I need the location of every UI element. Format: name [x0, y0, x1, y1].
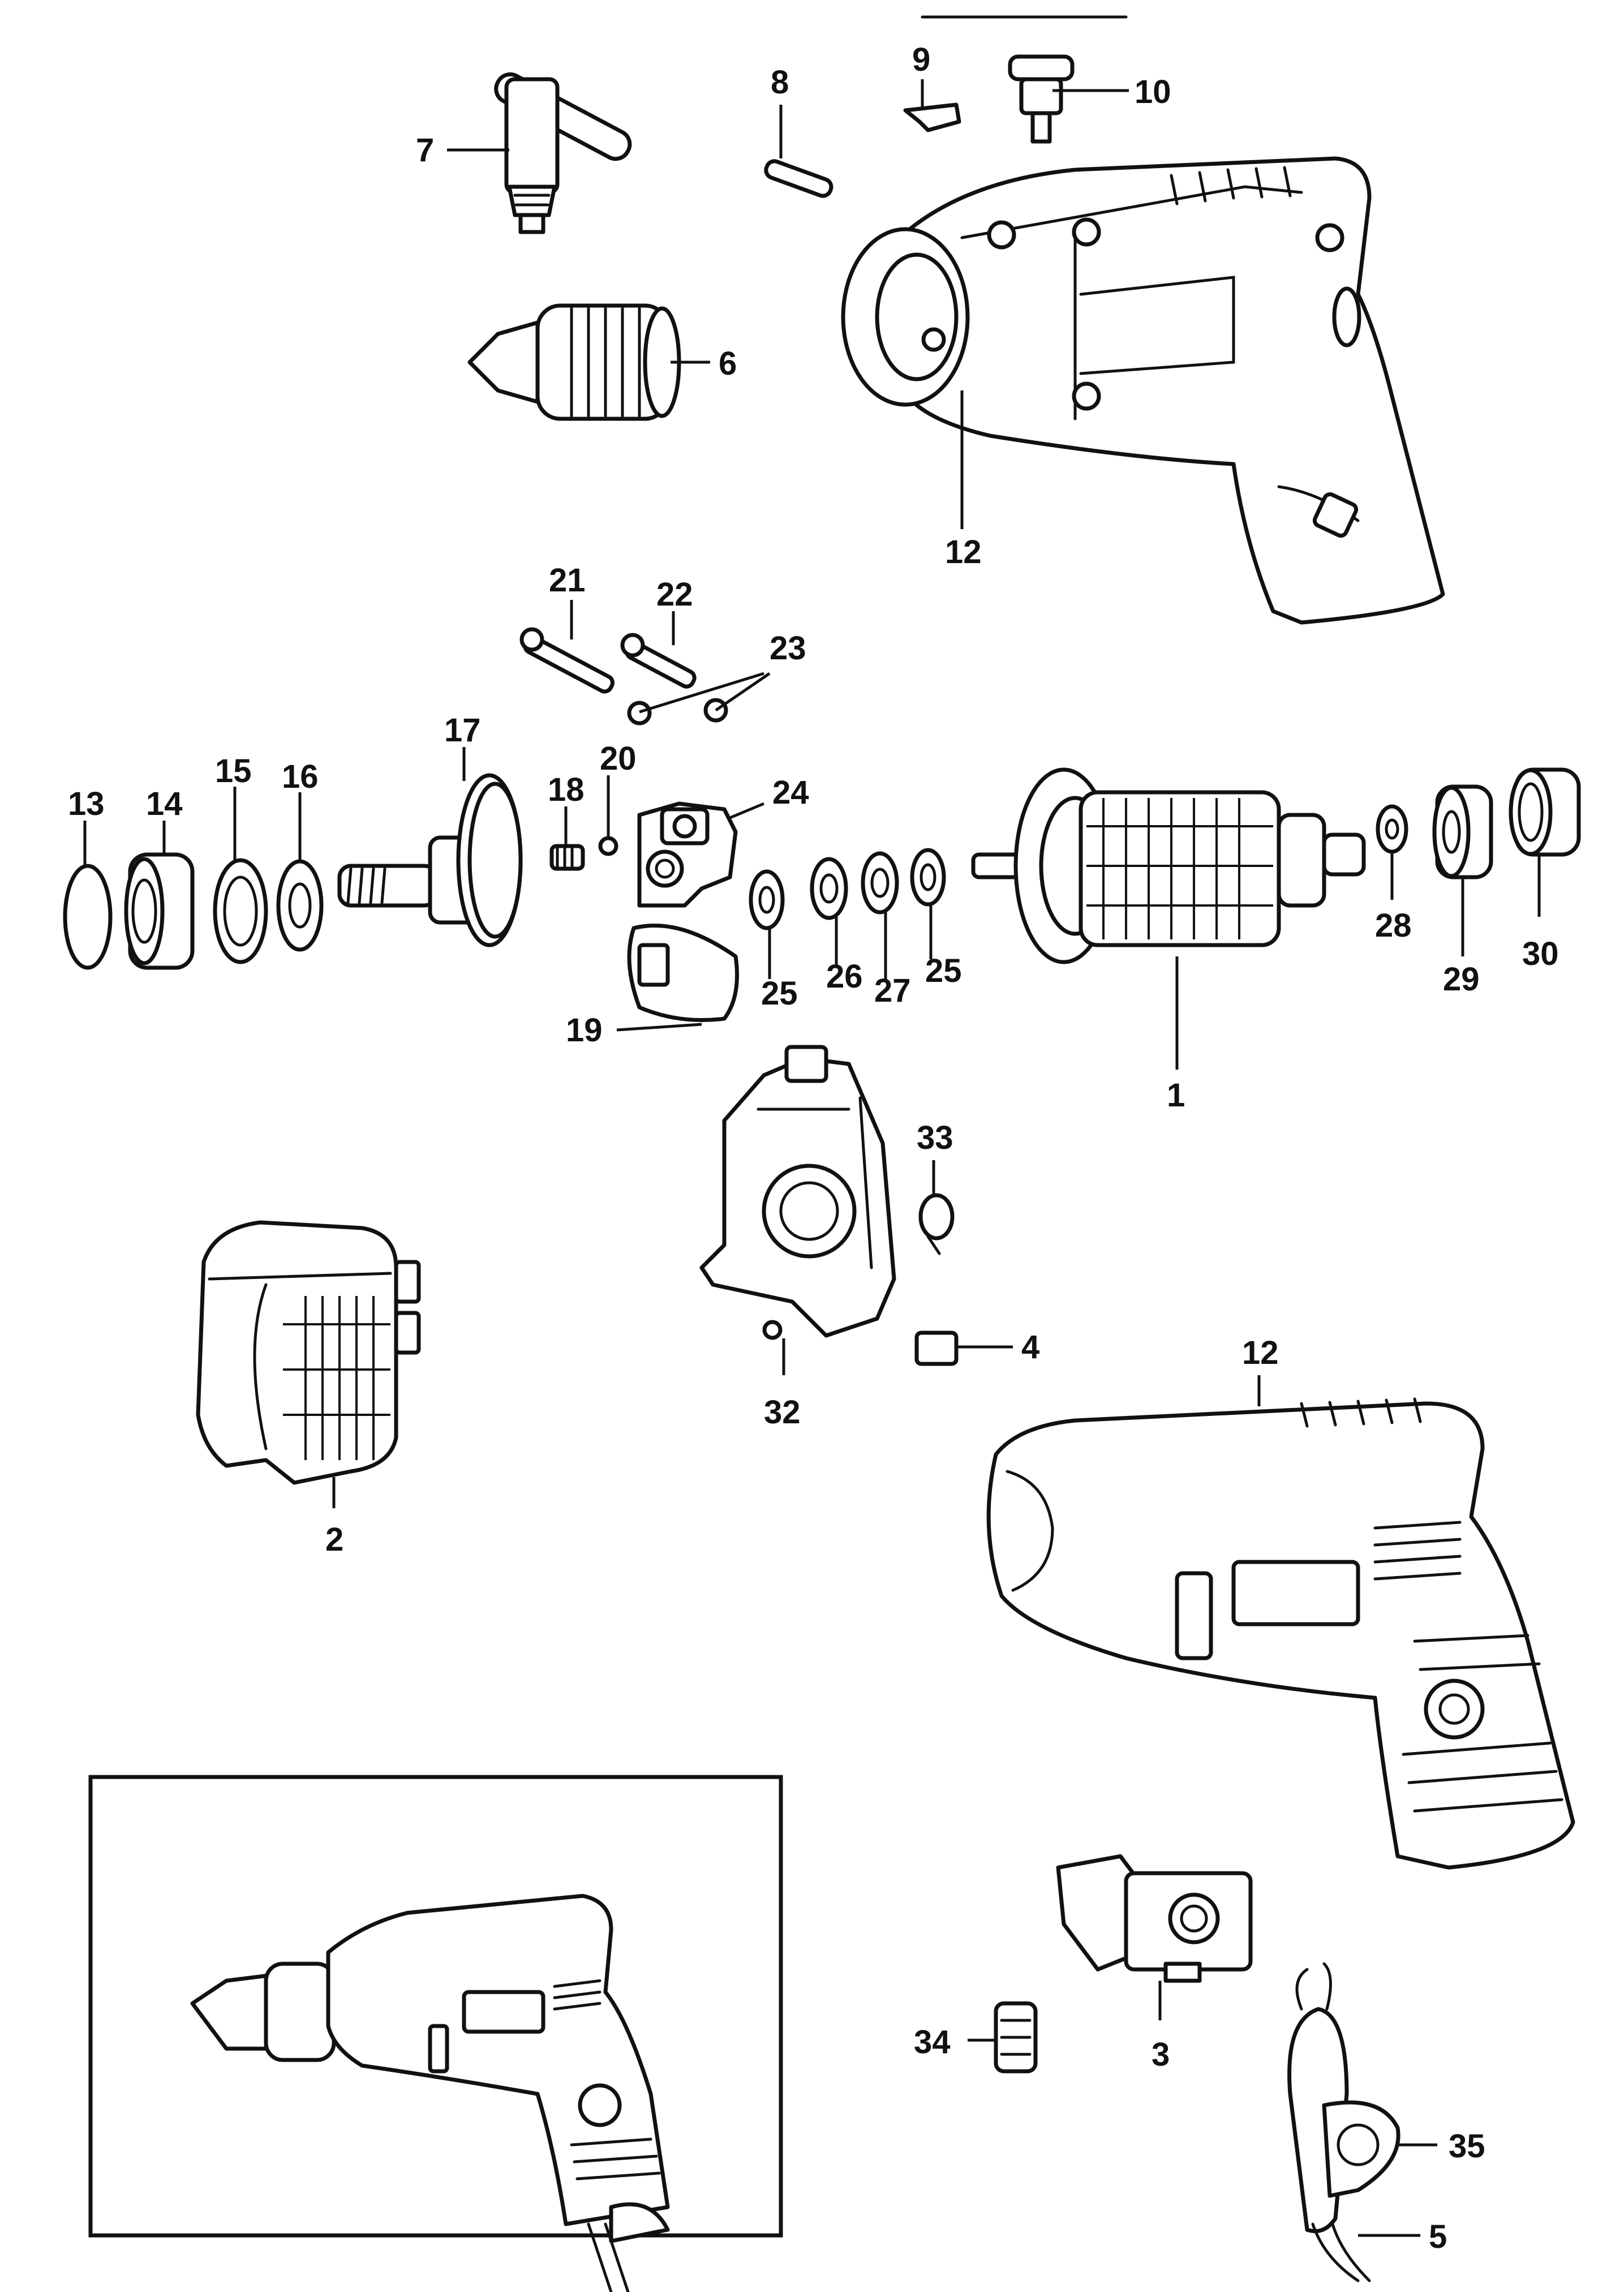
callout-17: 17 [444, 712, 481, 749]
part-3-switch [1056, 1854, 1253, 1983]
callout-32: 32 [764, 1394, 801, 1431]
part-12-housing-half-interior [841, 156, 1445, 625]
callout-23: 23 [770, 630, 806, 667]
callout-12-lower: 12 [1242, 1334, 1279, 1371]
part-13-ring [63, 864, 113, 970]
part-14-bearing [124, 852, 195, 970]
callout-16: 16 [282, 758, 319, 795]
part-33-spring [918, 1193, 955, 1255]
part-9-clip [903, 102, 961, 132]
callout-10: 10 [1135, 74, 1171, 110]
part-28-washer [1376, 804, 1408, 854]
part-26-washer [810, 857, 848, 920]
part-10-knob [1008, 54, 1075, 144]
part-2-field-coil [196, 1220, 421, 1485]
callout-5: 5 [1429, 2218, 1447, 2255]
part-35-cord-guard [1322, 2100, 1400, 2198]
part-1-armature [971, 767, 1366, 964]
callout-1: 1 [1167, 1077, 1185, 1114]
part-22-screw [620, 633, 697, 689]
callout-15: 15 [215, 753, 252, 789]
assembled-view-frame [88, 1775, 783, 2238]
callout-30: 30 [1522, 935, 1559, 972]
callout-13: 13 [68, 786, 105, 822]
callout-3: 3 [1152, 2036, 1170, 2073]
callout-12-top: 12 [945, 534, 982, 570]
part-25-washer-right [910, 848, 946, 907]
part-15-bearing-cage [213, 858, 268, 964]
callout-27: 27 [874, 972, 911, 1009]
callout-8: 8 [771, 64, 789, 101]
callout-25-left: 25 [761, 975, 798, 1012]
part-29-bearing [1432, 784, 1493, 879]
callout-29: 29 [1443, 961, 1480, 998]
callout-18: 18 [548, 771, 585, 808]
part-25-washer-left [749, 869, 785, 930]
callout-4: 4 [1021, 1329, 1039, 1366]
callout-35: 35 [1449, 2128, 1485, 2165]
part-24-bracket [637, 801, 738, 908]
callout-14: 14 [146, 786, 183, 822]
part-8-pin [764, 159, 834, 198]
part-4-carbon-brush [914, 1330, 959, 1366]
callout-6: 6 [719, 345, 737, 382]
part-12-housing-half-exterior [986, 1397, 1575, 1870]
part-17-spindle-gear [337, 773, 523, 947]
callout-21: 21 [549, 562, 586, 599]
assembled-drill-view [190, 1894, 670, 2292]
part-20-ball [598, 836, 618, 856]
part-19-baffle [627, 924, 739, 1022]
callout-34: 34 [914, 2024, 951, 2061]
part-27-washer [861, 851, 899, 915]
part-32-brush-holder [699, 1045, 896, 1340]
part-30-bearing-sleeve [1509, 767, 1581, 857]
part-6-chuck [467, 303, 681, 421]
part-34-block [994, 2001, 1038, 2074]
callout-9: 9 [912, 41, 930, 78]
part-23-washers [627, 698, 728, 726]
callout-labels: 7 8 9 10 6 12 21 22 23 13 14 15 16 17 18… [68, 41, 1559, 2255]
callout-25-right: 25 [925, 952, 962, 989]
part-21-screw [519, 627, 615, 694]
callout-26: 26 [826, 958, 863, 995]
part-7-chuck-key [494, 72, 632, 234]
callout-20: 20 [600, 740, 637, 777]
callout-22: 22 [656, 576, 693, 613]
callout-19: 19 [566, 1012, 603, 1049]
part-16-washer [276, 859, 324, 952]
callout-2: 2 [325, 1521, 343, 1558]
callout-28: 28 [1375, 907, 1412, 944]
callout-24: 24 [772, 774, 809, 811]
callout-7: 7 [416, 132, 434, 169]
part-18-spring [549, 844, 585, 871]
leader-lines [83, 79, 1541, 2237]
callout-33: 33 [917, 1119, 953, 1156]
